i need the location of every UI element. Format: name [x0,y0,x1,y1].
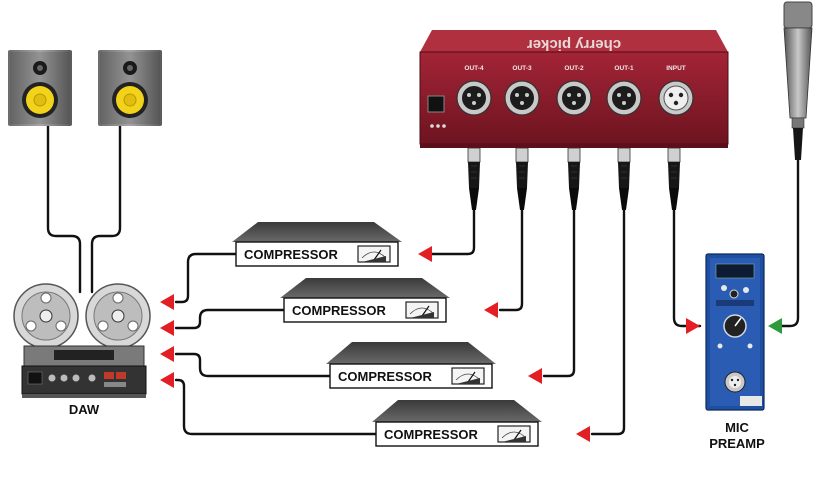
microphone [783,1,813,160]
microphone-icon [783,1,813,160]
daw-label: DAW [69,402,100,417]
xlr-connector-icon [724,371,746,393]
preamp-label-line2: PREAMP [709,436,765,451]
arrow-preamp-in-right [768,318,782,334]
studio-monitor-left [8,50,72,126]
mic-preamp: MIC PREAMP [705,253,765,451]
vu-meter-icon [497,425,531,443]
xlr-connector-icon [658,80,694,116]
xlr-connector-icon [456,80,492,116]
device-brand: cherry picker [527,36,621,53]
cable-out2 [542,208,576,378]
compressor-1-label: COMPRESSOR [244,247,339,262]
arrow-daw-in-3 [160,346,174,362]
cable-comp4-daw [174,378,378,436]
cable-comp3-daw [174,352,332,378]
jack-label-out2: OUT-2 [564,65,584,72]
vu-meter-icon [405,301,439,319]
compressor-3-label: COMPRESSOR [338,369,433,384]
cables [46,124,800,436]
reel-to-reel-icon [13,283,151,398]
arrow-comp2-in [484,302,498,318]
compressor-1: COMPRESSOR [232,222,402,267]
xlr-connector-icon [556,80,592,116]
signal-arrows [160,246,782,442]
jack-label-out4: OUT-4 [464,65,484,72]
arrow-comp1-in [418,246,432,262]
cherry-picker-unit: cherry picker OUT-4 OUT-3 OUT-2 OUT-1 IN… [419,30,729,211]
arrow-daw-in-1 [160,294,174,310]
studio-monitor-icon [98,50,162,126]
arrow-daw-in-4 [160,372,174,388]
cable-monitor-right [90,124,122,294]
arrow-comp4-in [576,426,590,442]
compressor-2-label: COMPRESSOR [292,303,387,318]
xlr-connector-icon [504,80,540,116]
compressor-2: COMPRESSOR [280,278,450,323]
preamp-label-line1: MIC [725,420,749,435]
compressor-4: COMPRESSOR [372,400,542,447]
cable-out3 [498,208,524,312]
cable-monitor-left [46,124,82,294]
vu-meter-icon [451,367,485,385]
arrow-preamp-in-left [686,318,700,334]
cable-out1 [590,208,626,436]
cable-input-preamp [672,208,702,328]
daw-tape-machine: DAW [13,283,151,417]
compressor-4-label: COMPRESSOR [384,427,479,442]
jack-label-out3: OUT-3 [512,65,532,72]
cable-comp2-daw [174,308,286,330]
arrow-daw-in-2 [160,320,174,336]
cable-mic-preamp [780,158,800,328]
studio-monitor-icon [8,50,72,126]
arrow-comp3-in [528,368,542,384]
cable-comp1-daw [174,252,238,304]
studio-monitor-right [98,50,162,126]
jack-label-input: INPUT [666,65,686,72]
xlr-connector-icon [606,80,642,116]
jack-label-out1: OUT-1 [614,65,634,72]
vu-meter-icon [357,245,391,263]
cable-out4 [430,208,476,256]
compressor-3: COMPRESSOR [326,342,496,389]
